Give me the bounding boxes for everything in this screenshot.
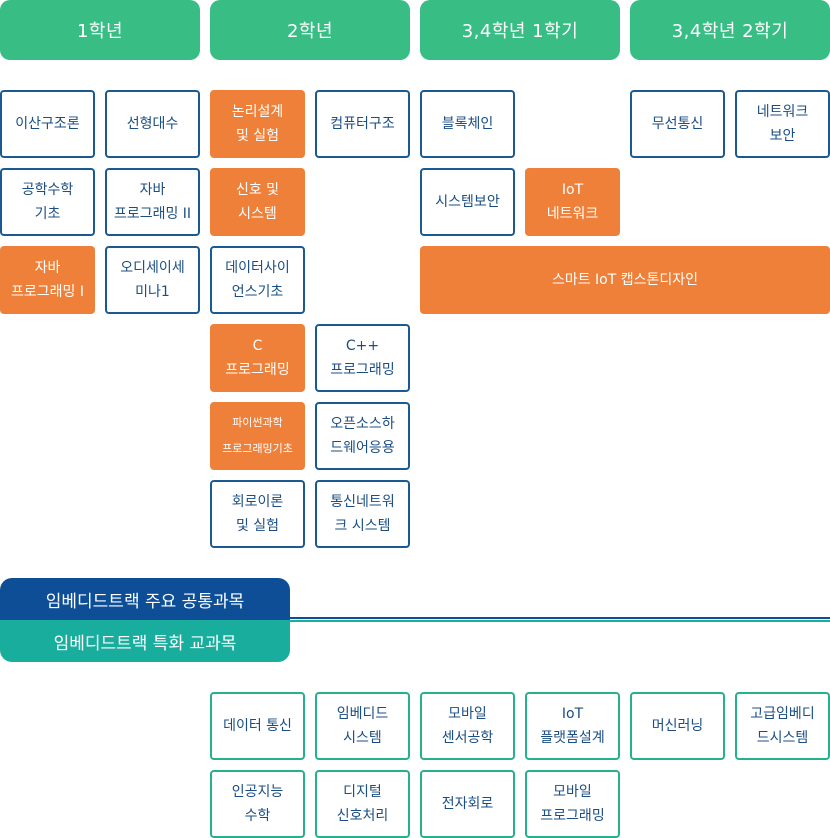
course-circuit-theory[interactable]: 회로이론 및 실험 — [210, 480, 305, 548]
header-year1: 1학년 — [0, 0, 200, 60]
course-mobile-sensor[interactable]: 모바일 센서공학 — [420, 692, 515, 760]
course-cpp-programming[interactable]: C++ 프로그래밍 — [315, 324, 410, 392]
course-discrete-structures[interactable]: 이산구조론 — [0, 90, 95, 158]
course-logic-design[interactable]: 논리설계 및 실험 — [210, 90, 305, 158]
course-iot-network[interactable]: IoT 네트워크 — [525, 168, 620, 236]
course-comm-network-systems[interactable]: 통신네트워 크 시스템 — [315, 480, 410, 548]
course-system-security[interactable]: 시스템보안 — [420, 168, 515, 236]
course-linear-algebra[interactable]: 선형대수 — [105, 90, 200, 158]
course-python-programming[interactable]: 파이썬과학 프로그래밍기초 — [210, 402, 305, 470]
header-year34-sem2: 3,4학년 2학기 — [630, 0, 830, 60]
course-wireless-comm[interactable]: 무선통신 — [630, 90, 725, 158]
course-advanced-embedded[interactable]: 고급임베디 드시스템 — [735, 692, 830, 760]
course-ai-math[interactable]: 인공지능 수학 — [210, 770, 305, 838]
legend-specialized-courses: 임베디드트랙 특화 교과목 — [0, 620, 290, 662]
course-java-programming-1[interactable]: 자바 프로그래밍 I — [0, 246, 95, 314]
header-year34-sem1: 3,4학년 1학기 — [420, 0, 620, 60]
legend-common-courses: 임베디드트랙 주요 공통과목 — [0, 578, 290, 620]
course-data-comm[interactable]: 데이터 통신 — [210, 692, 305, 760]
course-digital-signal-processing[interactable]: 디지털 신호처리 — [315, 770, 410, 838]
course-engineering-math[interactable]: 공학수학 기초 — [0, 168, 95, 236]
course-network-security[interactable]: 네트워크 보안 — [735, 90, 830, 158]
course-mobile-programming[interactable]: 모바일 프로그래밍 — [525, 770, 620, 838]
course-open-source-hardware[interactable]: 오픈소스하 드웨어응용 — [315, 402, 410, 470]
course-computer-architecture[interactable]: 컴퓨터구조 — [315, 90, 410, 158]
course-data-science-basics[interactable]: 데이터사이 언스기초 — [210, 246, 305, 314]
legend-divider-blue — [290, 617, 830, 619]
course-smart-iot-capstone[interactable]: 스마트 IoT 캡스톤디자인 — [420, 246, 830, 314]
course-blockchain[interactable]: 블록체인 — [420, 90, 515, 158]
course-iot-platform-design[interactable]: IoT 플랫폼설계 — [525, 692, 620, 760]
course-electronic-circuits[interactable]: 전자회로 — [420, 770, 515, 838]
course-embedded-systems[interactable]: 임베디드 시스템 — [315, 692, 410, 760]
course-java-programming-2[interactable]: 자바 프로그래밍 II — [105, 168, 200, 236]
course-machine-learning[interactable]: 머신러닝 — [630, 692, 725, 760]
header-year2: 2학년 — [210, 0, 410, 60]
course-signals-systems[interactable]: 신호 및 시스템 — [210, 168, 305, 236]
legend-divider-teal — [290, 620, 830, 622]
course-odyssey-seminar[interactable]: 오디세이세 미나1 — [105, 246, 200, 314]
course-c-programming[interactable]: C 프로그래밍 — [210, 324, 305, 392]
